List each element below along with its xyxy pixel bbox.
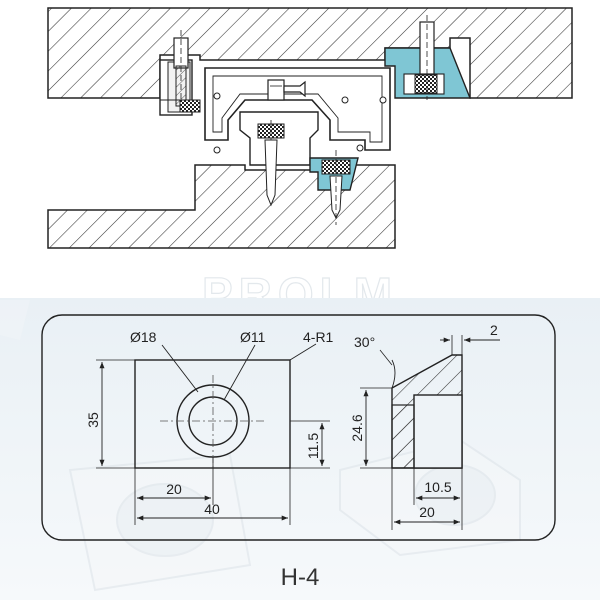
dim-hole-small: Ø11 xyxy=(240,329,266,345)
dim-corner-radius: 4-R1 xyxy=(303,329,334,345)
grease-nipple-icon xyxy=(267,79,306,101)
dimension-labels: Ø18 Ø11 4-R1 30° 2 35 11.5 20 40 24.6 10… xyxy=(85,322,498,520)
dim-height-35: 35 xyxy=(85,412,101,428)
left-screw xyxy=(173,30,201,113)
assembly-section-view xyxy=(47,7,573,249)
right-wedge-clamp-bottom xyxy=(309,150,359,225)
right-wedge-clamp-top xyxy=(384,15,472,100)
dim-width-40: 40 xyxy=(204,501,220,517)
part-label: H-4 xyxy=(281,564,320,591)
dim-hole-large: Ø18 xyxy=(130,329,157,345)
dim-height-24-6: 24.6 xyxy=(349,414,365,441)
linear-guide-carriage xyxy=(204,67,391,207)
dim-offset-11-5: 11.5 xyxy=(305,433,321,459)
dim-width-20: 20 xyxy=(166,481,182,497)
top-view xyxy=(96,343,330,525)
drawing-frame xyxy=(41,314,556,541)
dim-angle: 30° xyxy=(354,334,375,350)
dim-side-20: 20 xyxy=(419,504,435,520)
dim-lip: 2 xyxy=(490,322,498,338)
side-view xyxy=(360,335,500,530)
dimension-drawing-panel: Ø18 Ø11 4-R1 30° 2 35 11.5 20 40 24.6 10… xyxy=(0,298,600,600)
dim-side-10-5: 10.5 xyxy=(424,479,451,495)
